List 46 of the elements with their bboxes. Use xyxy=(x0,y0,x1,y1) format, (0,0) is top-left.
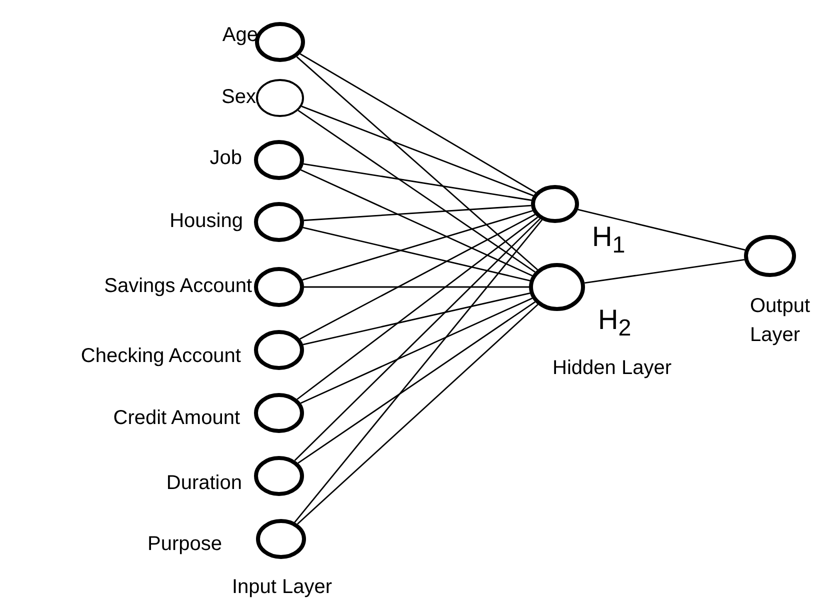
layer-label: Input Layer xyxy=(232,576,332,598)
connection-line xyxy=(303,163,532,201)
neuron-circle xyxy=(255,22,305,62)
connection-line xyxy=(296,56,538,270)
node-label: Housing xyxy=(170,210,243,232)
neuron-circle xyxy=(744,235,796,277)
connection-line xyxy=(304,286,529,288)
neuron-circle xyxy=(254,393,304,433)
node-label: Checking Account xyxy=(80,345,241,367)
connection-line xyxy=(584,259,745,284)
connection-line xyxy=(300,298,533,404)
node-label: Job xyxy=(210,147,242,169)
connection-line xyxy=(301,106,534,196)
connection-line xyxy=(300,169,533,276)
neuron-circle xyxy=(531,185,579,223)
neuron-circle xyxy=(256,79,304,117)
connection-line xyxy=(578,208,746,251)
node-label: Output Layer xyxy=(750,294,812,348)
connection-line xyxy=(298,110,536,273)
node-label: Sex xyxy=(222,86,256,108)
node-label: Duration xyxy=(166,472,242,494)
connection-line xyxy=(294,220,542,523)
connection-line xyxy=(302,226,530,282)
neuron-circle xyxy=(529,263,585,311)
neuron-circle xyxy=(254,267,304,307)
neuron-circle xyxy=(256,519,306,559)
node-label: H$_{2}$ xyxy=(598,305,632,342)
node-label: Credit Amount xyxy=(113,407,240,429)
connection-line xyxy=(302,292,530,346)
node-label: Age xyxy=(222,24,258,46)
connection-line xyxy=(298,301,536,464)
neuron-circle xyxy=(254,330,304,370)
layer-label: Hidden Layer xyxy=(552,357,672,379)
connection-line xyxy=(300,214,536,340)
neuron-circle xyxy=(254,456,304,496)
node-label: Savings Account xyxy=(104,275,252,297)
node-label: Purpose xyxy=(148,533,222,555)
neuron-circle xyxy=(254,140,304,180)
connection-line xyxy=(294,218,540,461)
connection-line xyxy=(297,304,538,524)
node-label: H$_{1}$ xyxy=(592,222,626,258)
connection-line xyxy=(304,204,532,222)
neuron-circle xyxy=(254,202,304,242)
connection-line xyxy=(300,53,536,194)
connection-line xyxy=(296,216,538,400)
connection-line xyxy=(302,210,533,281)
